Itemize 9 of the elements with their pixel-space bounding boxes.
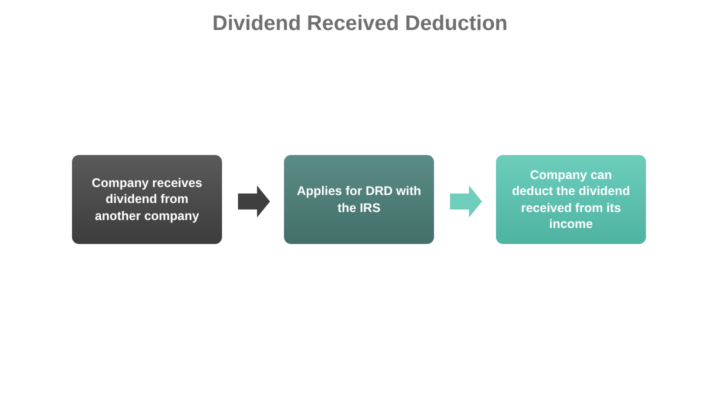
- box-text: Company can deduct the dividend received from its income: [510, 167, 632, 232]
- block-arrow: [238, 186, 270, 218]
- diagram-title: Dividend Received Deduction: [211, 12, 509, 36]
- process-box: [284, 155, 434, 244]
- block-arrow: [450, 186, 482, 218]
- box-text: Applies for DRD with the IRS: [296, 183, 422, 216]
- process-box: [496, 155, 646, 244]
- process-box: [72, 155, 222, 244]
- box-text: Company receives dividend from another company: [90, 175, 204, 224]
